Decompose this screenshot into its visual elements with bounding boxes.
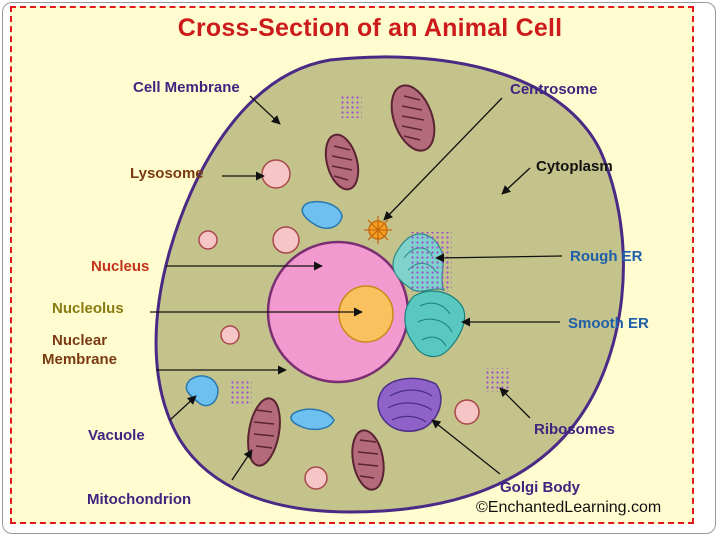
arrow-centrosome — [383, 97, 503, 221]
label-cell-membrane: Cell Membrane — [133, 79, 240, 96]
mitochondrion-top — [390, 84, 436, 152]
arrow-mitochondrion — [231, 449, 253, 481]
diagram-title: Cross-Section of an Animal Cell — [177, 14, 563, 42]
label-vacuole: Vacuole — [88, 427, 145, 444]
arrow-vacuole — [169, 395, 197, 421]
arrow-cytoplasm — [501, 167, 531, 195]
arrow-cell-membrane — [249, 95, 281, 125]
golgi-body — [377, 377, 442, 433]
mitochondrion-mid — [324, 133, 360, 191]
arrow-golgi-body — [431, 419, 501, 475]
label-mitochondrion: Mitochondrion — [87, 491, 192, 508]
mitochondrion-bottom-right — [351, 429, 385, 491]
label-rough-er: Rough ER — [570, 248, 643, 265]
label-lysosome: Lysosome — [130, 165, 204, 182]
arrow-ribosomes — [499, 387, 531, 419]
label-cytoplasm: Cytoplasm — [536, 158, 613, 175]
label-nucleus: Nucleus — [91, 258, 150, 275]
vacuole-1 — [301, 200, 343, 229]
vacuole-3 — [290, 408, 335, 431]
label-centrosome: Centrosome — [510, 81, 598, 98]
label-smooth-er: Smooth ER — [568, 315, 649, 332]
label-nuclear-membrane-line2: Membrane — [42, 351, 118, 368]
smooth-er — [404, 290, 466, 358]
lysosome — [198, 159, 480, 490]
rough-er — [392, 232, 452, 292]
label-nucleolus: Nucleolus — [52, 300, 124, 317]
centrosome — [364, 216, 392, 244]
credit-text: ©EnchantedLearning.com — [476, 499, 662, 516]
arrow-rough-er — [435, 253, 563, 263]
label-golgi-body: Golgi Body — [500, 479, 580, 496]
nucleolus — [338, 285, 394, 343]
label-nuclear-membrane-line1: Nuclear — [52, 332, 108, 349]
mitochondrion-bottom-left — [247, 397, 281, 467]
label-ribosomes: Ribosomes — [534, 421, 615, 438]
